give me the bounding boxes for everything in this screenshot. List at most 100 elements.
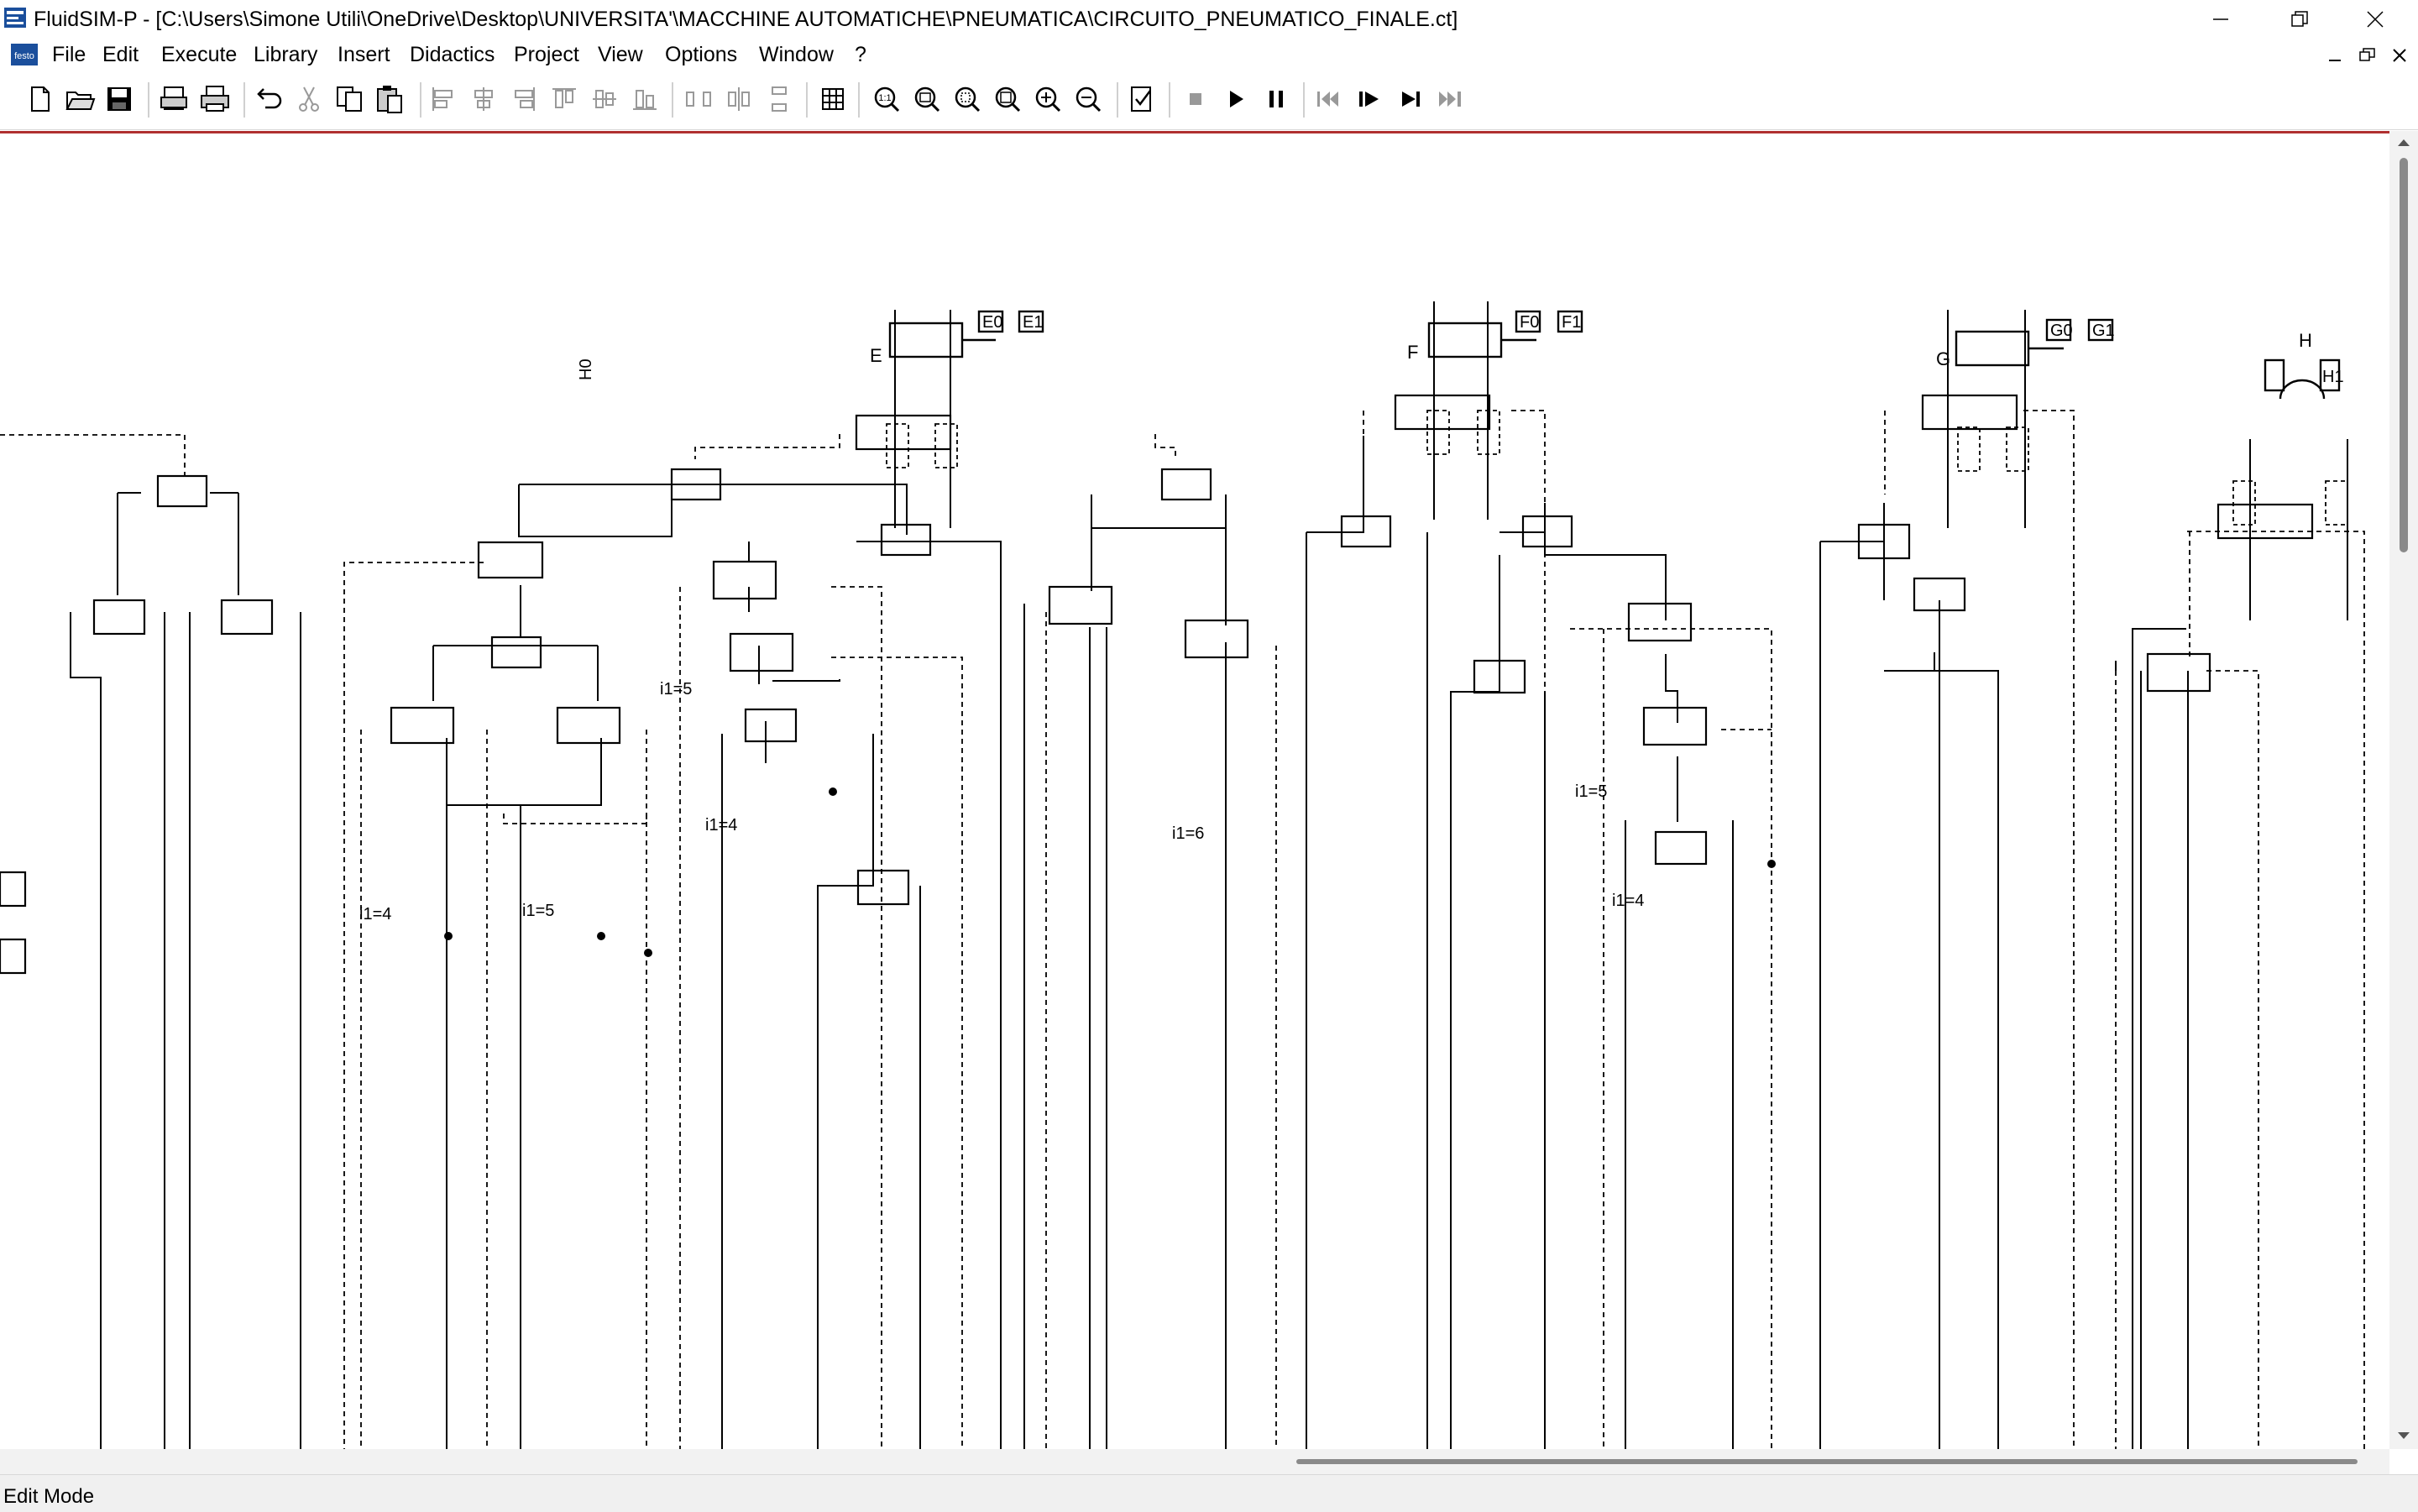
junction-dots: [444, 787, 1776, 957]
sensor-label-f0: F0: [1520, 313, 1539, 332]
align-bottom-icon[interactable]: [628, 82, 662, 116]
sensor-label-g0: G0: [2050, 322, 2073, 340]
title-bar: FluidSIM-P - [C:\Users\Simone Utili\OneD…: [0, 0, 2418, 39]
pause-icon[interactable]: [1259, 82, 1293, 116]
toolbar-separator: [1303, 82, 1305, 118]
mdi-close-icon[interactable]: [2389, 45, 2410, 65]
menu-options[interactable]: Options: [665, 43, 738, 66]
copy-icon[interactable]: [332, 82, 366, 116]
pneumatic-circuit-diagram[interactable]: E E0 E1 F F0 F1 G G0 G1 H H0 H1 i1=4 i1=…: [0, 133, 2389, 1452]
sensor-label-h1: H1: [2322, 368, 2344, 386]
counter-label: i1=4: [1612, 892, 1644, 910]
sensor-label-e1: E1: [1023, 313, 1043, 332]
step-end-icon[interactable]: [1394, 82, 1427, 116]
mdi-restore-icon[interactable]: [2358, 45, 2378, 65]
cylinder-label-h: H: [2299, 330, 2312, 351]
toolbar: 1:1: [0, 71, 2418, 130]
counter-label: i1=6: [1172, 824, 1204, 843]
close-button[interactable]: [2337, 0, 2413, 39]
cut-icon[interactable]: [292, 82, 326, 116]
zoom-fit-icon[interactable]: [910, 82, 944, 116]
print-preview-icon[interactable]: [158, 82, 191, 116]
minimize-button[interactable]: [2183, 0, 2258, 39]
check-icon[interactable]: [1125, 82, 1159, 116]
svg-text:1:1: 1:1: [878, 93, 891, 103]
grid-icon[interactable]: [816, 82, 850, 116]
sensor-label-h0: H0: [577, 358, 595, 380]
menu-project[interactable]: Project: [514, 43, 579, 66]
cylinder-label-f: F: [1407, 342, 1418, 363]
counter-label: i1=5: [522, 902, 554, 920]
fast-forward-icon[interactable]: [1434, 82, 1468, 116]
svg-text:festo: festo: [14, 51, 34, 61]
cylinder-label-g: G: [1936, 348, 1950, 369]
align-top-icon[interactable]: [547, 82, 581, 116]
toolbar-separator: [243, 82, 245, 118]
horizontal-scrollbar-graphic: [1296, 1459, 2358, 1464]
circuit-labels: E E0 E1 F F0 F1 G G0 G1 H H0 H1 i1=4 i1=…: [359, 313, 2344, 923]
zoom-out-icon[interactable]: [1071, 82, 1105, 116]
valve-blocks: [0, 394, 2314, 975]
cylinder-label-e: E: [870, 345, 882, 366]
menu-execute[interactable]: Execute: [161, 43, 238, 66]
toolbar-separator: [1117, 82, 1118, 118]
window-title: FluidSIM-P - [C:\Users\Simone Utili\OneD…: [34, 8, 1458, 31]
menu-view[interactable]: View: [598, 43, 643, 66]
counter-label: i1=4: [359, 905, 391, 923]
cylinders: [888, 310, 2341, 400]
menu-help[interactable]: ?: [855, 43, 866, 66]
sensor-label-g1: G1: [2092, 322, 2115, 340]
counter-label: i1=4: [705, 816, 737, 834]
stop-icon[interactable]: [1179, 82, 1212, 116]
sensor-label-e0: E0: [982, 313, 1002, 332]
toolbar-separator: [672, 82, 673, 118]
align-right-icon[interactable]: [507, 82, 541, 116]
play-icon[interactable]: [1219, 82, 1253, 116]
new-icon[interactable]: [24, 82, 57, 116]
sensor-label-f1: F1: [1562, 313, 1581, 332]
vertical-scrollbar[interactable]: [2389, 131, 2418, 1449]
menu-edit[interactable]: Edit: [102, 43, 139, 66]
align-left-icon[interactable]: [427, 82, 460, 116]
pneumatic-lines: [70, 301, 2348, 1452]
document-icon[interactable]: festo: [10, 42, 39, 67]
status-bar: Edit Mode: [0, 1474, 2418, 1512]
paste-icon[interactable]: [373, 82, 406, 116]
signal-lines: [0, 410, 2365, 1452]
zoom-in-icon[interactable]: [1031, 82, 1065, 116]
zoom-window-icon[interactable]: [950, 82, 984, 116]
undo-icon[interactable]: [252, 82, 285, 116]
menu-file[interactable]: File: [52, 43, 86, 66]
distribute-v-icon[interactable]: [762, 82, 796, 116]
restore-button[interactable]: [2262, 0, 2337, 39]
menu-library[interactable]: Library: [254, 43, 318, 66]
circuit-canvas[interactable]: E E0 E1 F F0 F1 G G0 G1 H H0 H1 i1=4 i1=…: [0, 131, 2389, 1452]
mdi-minimize-icon[interactable]: [2326, 45, 2346, 65]
save-icon[interactable]: [102, 82, 136, 116]
minimize-icon: [2213, 18, 2228, 20]
horizontal-scrollbar[interactable]: [0, 1449, 2389, 1474]
print-icon[interactable]: [198, 82, 232, 116]
menu-window[interactable]: Window: [759, 43, 834, 66]
close-icon: [2367, 11, 2384, 28]
open-icon[interactable]: [64, 82, 97, 116]
restore-icon: [2291, 11, 2308, 27]
zoom-1-1-icon[interactable]: 1:1: [870, 82, 903, 116]
menu-didactics[interactable]: Didactics: [410, 43, 495, 66]
app-icon[interactable]: [3, 6, 27, 29]
toolbar-separator: [806, 82, 808, 118]
distribute-h-icon[interactable]: [682, 82, 715, 116]
distribute-center-icon[interactable]: [722, 82, 756, 116]
flow-controls: [886, 410, 2348, 526]
step-icon[interactable]: [1353, 82, 1387, 116]
vertical-scrollbar-graphic: [2398, 139, 2410, 1439]
toolbar-separator: [148, 82, 149, 118]
align-center-icon[interactable]: [467, 82, 500, 116]
reset-icon[interactable]: [1311, 82, 1345, 116]
menu-insert[interactable]: Insert: [338, 43, 390, 66]
counter-label: i1=5: [1575, 782, 1607, 801]
align-middle-icon[interactable]: [588, 82, 621, 116]
zoom-page-icon[interactable]: [991, 82, 1024, 116]
menu-bar: festo File Edit Execute Library Insert D…: [0, 39, 2418, 71]
counter-label: i1=5: [660, 680, 692, 698]
